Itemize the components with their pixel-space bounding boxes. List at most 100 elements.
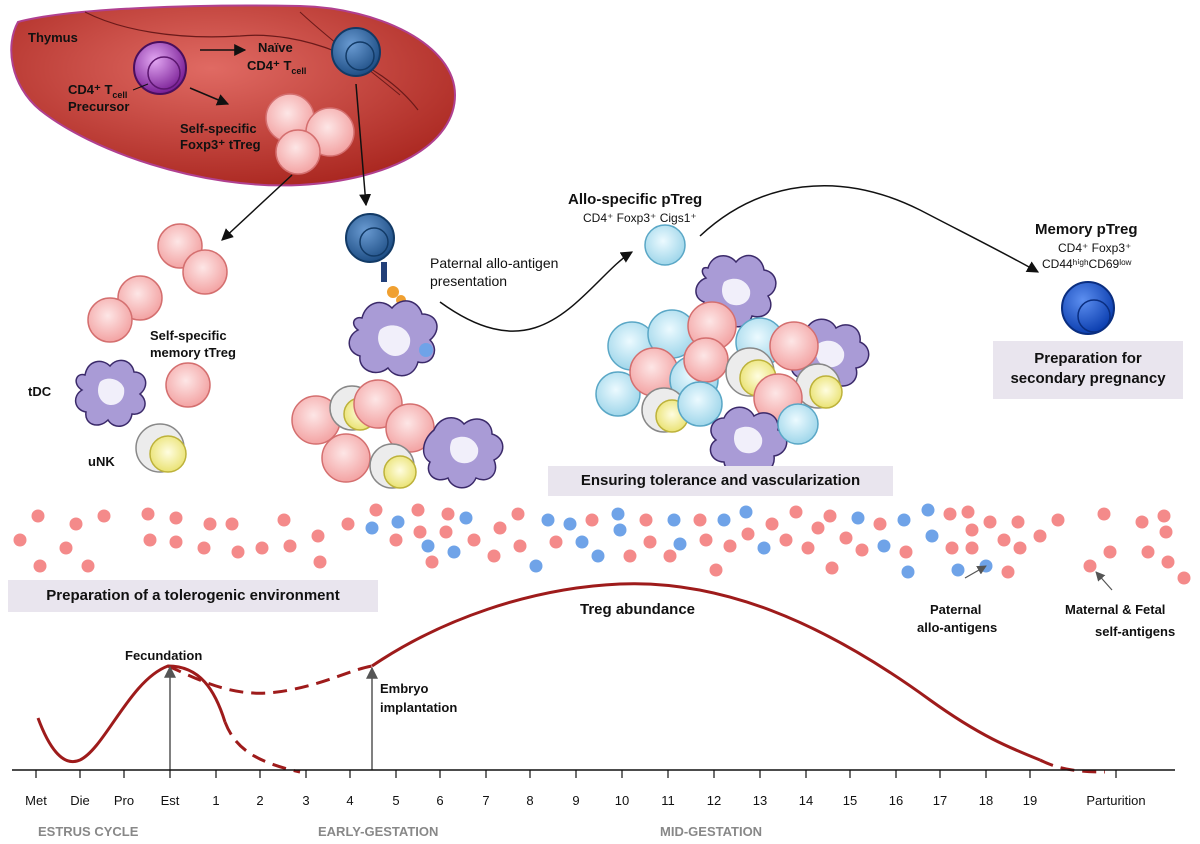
self-antigen-dot (997, 533, 1011, 547)
tolerogenic-box: Preparation of a tolerogenic environment (8, 580, 378, 612)
self-antigen-dot (203, 517, 217, 531)
self-antigen-dot (779, 533, 793, 547)
unk-cell (135, 423, 187, 473)
self-antigen-dot (411, 503, 425, 517)
self-antigen-dot (623, 549, 637, 563)
svg-text:memory tTreg: memory tTreg (150, 345, 236, 360)
svg-text:Naïve: Naïve (258, 40, 293, 55)
ttreg-label: Self-specific Foxp3⁺ tTreg (180, 121, 261, 152)
self-antigen-dot (511, 507, 525, 521)
svg-text:Maternal & Fetal: Maternal & Fetal (1065, 602, 1165, 617)
self-antigen-dot (413, 525, 427, 539)
svg-text:CD44ʰⁱᵍʰCD69ˡᵒʷ: CD44ʰⁱᵍʰCD69ˡᵒʷ (1042, 257, 1132, 271)
paternal-antigen-dot (613, 523, 627, 537)
self-antigen-dot (341, 517, 355, 531)
self-antigen-dot (1157, 509, 1171, 523)
self-antigen-dot (513, 539, 527, 553)
self-antigen-dot (1083, 559, 1097, 573)
self-antigen-dot (983, 515, 997, 529)
memory-ptreg-cell (1061, 281, 1115, 335)
timeline-tick-label: 5 (392, 793, 399, 808)
self-antigen-dot (741, 527, 755, 541)
timeline-tick-label: 16 (889, 793, 903, 808)
self-antigen-dot (493, 521, 507, 535)
timeline-tick-label: 13 (753, 793, 767, 808)
self-antigen-dot (13, 533, 27, 547)
self-antigen-dot (141, 507, 155, 521)
self-antigen-dot (1177, 571, 1191, 585)
timeline-tick-label: 11 (661, 793, 675, 808)
self-antigen-dot (639, 513, 653, 527)
timeline-tick-label: 12 (707, 793, 721, 808)
allo-ptreg-label: Allo-specific pTreg CD4⁺ Foxp3⁺ Cigs1⁺ (568, 191, 702, 225)
paternal-antigen-dot (365, 521, 379, 535)
timeline-tick-label: 3 (302, 793, 309, 808)
svg-text:Memory pTreg: Memory pTreg (1035, 221, 1138, 238)
self-antigen-dot (1001, 565, 1015, 579)
svg-text:Paternal: Paternal (930, 602, 981, 617)
tolerance-cell-cluster (595, 254, 870, 476)
secondary-pregnancy-box: Preparation for secondary pregnancy (993, 341, 1183, 399)
presenting-naive-cell (345, 213, 406, 305)
paternal-antigen-dot (667, 513, 681, 527)
svg-text:allo-antigens: allo-antigens (917, 620, 997, 635)
unk-label: uNK (88, 454, 115, 469)
self-antigen-dot (765, 517, 779, 531)
maternal-antigen-label: Maternal & Fetal self-antigens (1065, 602, 1175, 639)
self-antigen-dot (549, 535, 563, 549)
timeline-tick-label: 10 (615, 793, 629, 808)
timeline-tick-label: Parturition (1086, 793, 1145, 808)
self-antigen-dot (389, 533, 403, 547)
svg-text:Embryo: Embryo (380, 681, 428, 696)
self-antigen-dot (663, 549, 677, 563)
paternal-antigen-dot (459, 511, 473, 525)
fecundation-label: Fecundation (125, 648, 202, 663)
self-antigen-dot (33, 559, 47, 573)
self-antigen-dot (97, 509, 111, 523)
precursor-label: CD4⁺ Tcell Precursor (68, 82, 129, 114)
secondary-box-line: secondary pregnancy (1010, 370, 1166, 387)
self-antigen-dot (487, 549, 501, 563)
secondary-box-line: Preparation for (1034, 350, 1142, 367)
phase-label: ESTRUS CYCLE (38, 824, 139, 839)
self-antigen-dot (643, 535, 657, 549)
svg-text:Self-specific: Self-specific (180, 121, 257, 136)
phase-label: EARLY-GESTATION (318, 824, 438, 839)
paternal-antigen-dot (563, 517, 577, 531)
self-antigen-dot (873, 517, 887, 531)
self-antigen-dot (699, 533, 713, 547)
svg-text:Self-specific: Self-specific (150, 328, 227, 343)
self-antigen-dot (283, 539, 297, 553)
paternal-antigen-dot (925, 529, 939, 543)
paternal-antigen-dot (541, 513, 555, 527)
timeline-tick-label: 1 (212, 793, 219, 808)
self-antigen-dot (789, 505, 803, 519)
thymus-title: Thymus (28, 30, 78, 45)
tolerance-box: Ensuring tolerance and vascularization (548, 466, 893, 496)
self-antigen-dot (811, 521, 825, 535)
memory-ttreg-cells (87, 223, 228, 408)
self-antigen-dot (59, 541, 73, 555)
self-antigen-dot (1135, 515, 1149, 529)
self-antigen-dot (439, 525, 453, 539)
self-antigen-dot (225, 517, 239, 531)
self-antigen-dot (709, 563, 723, 577)
svg-text:Allo-specific pTreg: Allo-specific pTreg (568, 191, 702, 208)
self-antigen-dot (143, 533, 157, 547)
timeline-tick-label: 9 (572, 793, 579, 808)
self-antigen-dot (1011, 515, 1025, 529)
timeline-tick-label: 15 (843, 793, 857, 808)
self-antigen-dot (467, 533, 481, 547)
memory-ttreg-label: Self-specific memory tTreg (150, 328, 236, 360)
timeline-tick-label: 19 (1023, 793, 1037, 808)
self-antigen-dot (965, 523, 979, 537)
self-antigen-dot (313, 555, 327, 569)
timeline-tick-label: 4 (346, 793, 353, 808)
timeline-tick-label: 7 (482, 793, 489, 808)
paternal-antigen-dot (757, 541, 771, 555)
svg-text:CD4⁺ Foxp3⁺ Cigs1⁺: CD4⁺ Foxp3⁺ Cigs1⁺ (583, 211, 697, 225)
paternal-antigen-dot (575, 535, 589, 549)
self-antigen-dot (1051, 513, 1065, 527)
timeline-tick-label: Met (25, 793, 47, 808)
